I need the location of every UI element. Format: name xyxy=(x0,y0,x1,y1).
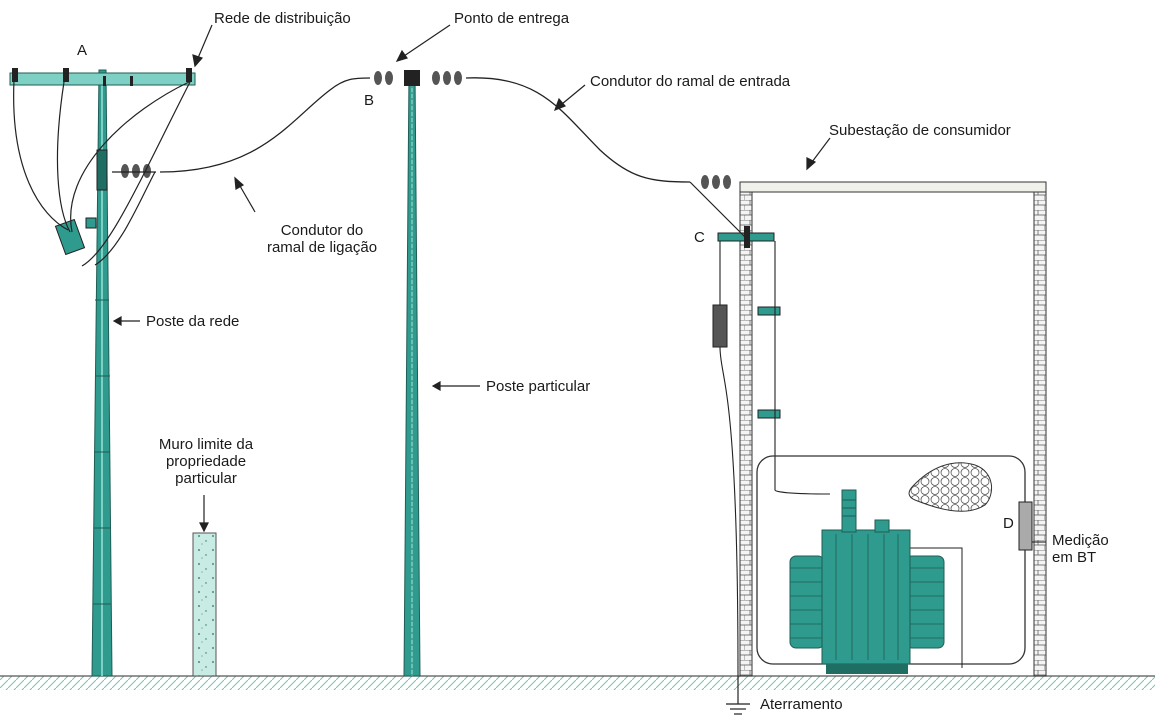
conductors xyxy=(159,77,691,183)
point-c: C xyxy=(694,229,705,246)
label-muro-line2: propriedade xyxy=(165,453,247,470)
label-ponto-entrega: Ponto de entrega xyxy=(454,10,570,27)
label-rede-distribuicao: Rede de distribuição xyxy=(214,10,351,27)
label-poste-rede: Poste da rede xyxy=(146,313,240,330)
grounding-symbol xyxy=(726,676,750,715)
point-b: B xyxy=(364,92,375,109)
ground xyxy=(0,675,1155,690)
label-condutor-ramal-ligacao: Condutor do ramal de ligação xyxy=(252,222,392,256)
label-condutor-ramal-ligacao-line1: Condutor do xyxy=(280,222,364,239)
private-pole xyxy=(374,70,462,677)
label-condutor-ramal-entrada: Condutor do ramal de entrada xyxy=(590,73,791,90)
substation xyxy=(689,175,1047,677)
transformer xyxy=(789,489,945,674)
point-d: D xyxy=(1003,515,1014,532)
label-poste-particular: Poste particular xyxy=(486,378,591,395)
label-condutor-ramal-ligacao-line2: ramal de ligação xyxy=(266,239,378,256)
label-muro-line3: particular xyxy=(175,470,237,487)
point-a: A xyxy=(77,42,88,59)
label-muro-limite: Muro limite da propriedade particular xyxy=(136,436,276,487)
network-pole xyxy=(9,68,196,677)
label-medicao-line1: Medição xyxy=(1052,532,1109,549)
label-medicao-line2: em BT xyxy=(1052,549,1097,566)
network-wires xyxy=(13,79,191,267)
label-subestacao-consumidor: Subestação de consumidor xyxy=(829,122,1011,139)
boundary-wall xyxy=(192,532,217,677)
pointer-arrows xyxy=(112,24,831,533)
label-muro-line1: Muro limite da xyxy=(158,436,254,453)
label-aterramento: Aterramento xyxy=(760,696,843,713)
label-medicao-bt: Medição em BT xyxy=(1052,532,1109,566)
